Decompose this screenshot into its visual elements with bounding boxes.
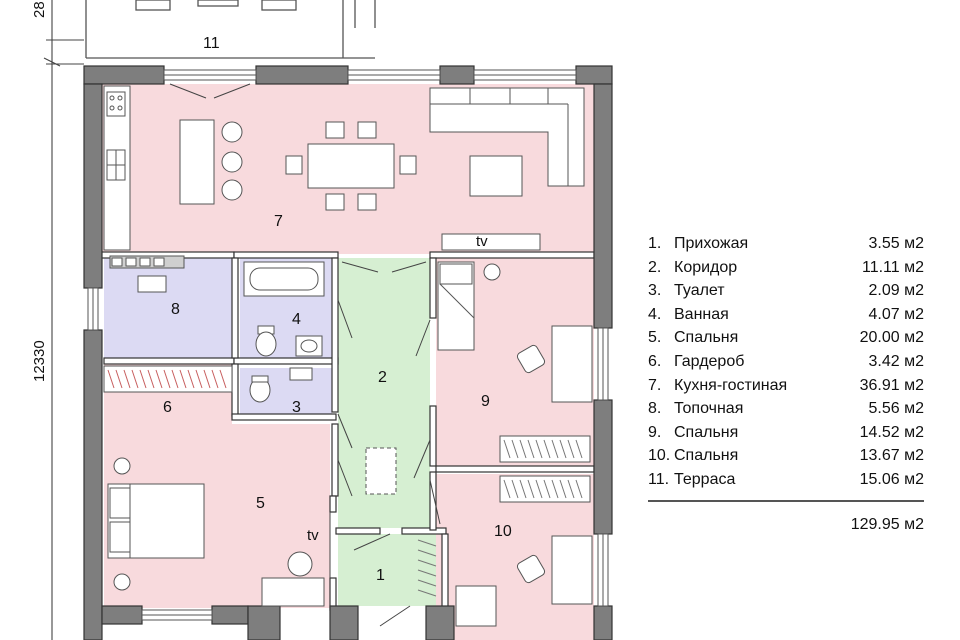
label-room-3: 3 bbox=[292, 399, 301, 416]
wardrobe-hatching bbox=[107, 369, 227, 389]
windows bbox=[87, 69, 609, 621]
legend-room-name: Спальня bbox=[674, 447, 739, 465]
dimension-vertical-label: 12330 bbox=[31, 340, 48, 382]
legend-row-9: 9. Спальня 14.52 м2 bbox=[648, 421, 924, 445]
legend-room-name: Гардероб bbox=[674, 352, 745, 370]
legend-row-4: 4. Ванная 4.07 м2 bbox=[648, 303, 924, 327]
legend-room-name: Ванная bbox=[674, 305, 729, 323]
label-room-2: 2 bbox=[378, 369, 387, 386]
legend-room-area: 3.42 м2 bbox=[868, 352, 924, 370]
legend-divider bbox=[648, 499, 924, 502]
legend-room-area: 4.07 м2 bbox=[868, 305, 924, 323]
room-area-legend: 1. Прихожая 3.55 м2 2. Коридор 11.11 м2 3. Ту… bbox=[648, 232, 924, 534]
room-labels: 11 7 8 4 3 2 9 6 5 10 1 tv tv bbox=[163, 35, 512, 584]
legend-room-area: 11.11 м2 bbox=[861, 258, 924, 276]
legend-row-10: 10.Спальня 13.67 м2 bbox=[648, 444, 924, 468]
label-room-6: 6 bbox=[163, 399, 172, 416]
label-room-4: 4 bbox=[292, 311, 301, 328]
legend-room-area: 36.91 м2 bbox=[859, 376, 924, 394]
legend-room-name: Кухня-гостиная bbox=[674, 376, 788, 394]
legend-row-1: 1. Прихожая 3.55 м2 bbox=[648, 232, 924, 256]
legend-num: 6. bbox=[648, 352, 662, 370]
desk-chairs bbox=[516, 344, 546, 584]
interior-walls bbox=[99, 251, 595, 611]
legend-room-area: 14.52 м2 bbox=[859, 423, 924, 441]
outer-walls bbox=[83, 65, 613, 640]
legend-num: 1. bbox=[648, 235, 662, 252]
legend-room-area: 13.67 м2 bbox=[859, 447, 924, 465]
label-room-1: 1 bbox=[376, 567, 385, 584]
legend-row-8: 8. Топочная 5.56 м2 bbox=[648, 397, 924, 421]
legend-num: 10. bbox=[648, 447, 671, 465]
legend-room-area: 2.09 м2 bbox=[868, 282, 924, 300]
room-8-fill bbox=[104, 258, 232, 358]
furniture bbox=[103, 85, 593, 627]
tv-label-living: tv bbox=[476, 233, 488, 250]
room-5-fill bbox=[104, 414, 330, 608]
legend-room-area: 5.56 м2 bbox=[868, 400, 924, 418]
legend-room-area: 3.55 м2 bbox=[868, 235, 924, 252]
label-room-5: 5 bbox=[256, 495, 265, 512]
legend-num: 11. bbox=[648, 470, 670, 488]
label-room-8: 8 bbox=[171, 301, 180, 318]
legend-num: 5. bbox=[648, 329, 662, 347]
dimensions bbox=[43, 0, 84, 640]
legend-num: 4. bbox=[648, 305, 662, 323]
terrace bbox=[85, 0, 376, 59]
label-room-10: 10 bbox=[494, 523, 512, 540]
legend-room-name: Топочная bbox=[674, 400, 744, 418]
legend-total-area: 129.95 м2 bbox=[850, 515, 924, 533]
room-1-fill bbox=[338, 534, 446, 606]
tv-label-bedroom: tv bbox=[307, 527, 319, 544]
legend-num: 9. bbox=[648, 423, 662, 441]
legend-room-name: Туалет bbox=[674, 282, 725, 300]
legend-row-3: 3. Туалет 2.09 м2 bbox=[648, 279, 924, 303]
legend-num: 3. bbox=[648, 282, 662, 300]
closet-hatching bbox=[417, 439, 583, 597]
legend-row-11: 11.Терраса 15.06 м2 bbox=[648, 468, 924, 492]
legend-room-name: Прихожая bbox=[674, 235, 749, 252]
label-room-11: 11 bbox=[203, 35, 220, 52]
legend-room-area: 20.00 м2 bbox=[859, 329, 924, 347]
legend-row-7: 7. Кухня-гостиная 36.91 м2 bbox=[648, 374, 924, 398]
label-room-9: 9 bbox=[481, 393, 490, 410]
dimension-top-label: 28 bbox=[31, 1, 48, 18]
legend-num: 2. bbox=[648, 258, 662, 276]
legend-num: 7. bbox=[648, 376, 662, 394]
legend-room-name: Спальня bbox=[674, 329, 739, 347]
legend-room-name: Спальня bbox=[674, 423, 739, 441]
legend-row-5: 5. Спальня 20.00 м2 bbox=[648, 326, 924, 350]
label-room-7: 7 bbox=[274, 213, 283, 230]
legend-room-name: Терраса bbox=[674, 470, 736, 488]
door-swings bbox=[169, 83, 441, 627]
legend-row-2: 2. Коридор 11.11 м2 bbox=[648, 256, 924, 280]
legend-room-area: 15.06 м2 bbox=[859, 470, 924, 488]
legend-row-6: 6. Гардероб 3.42 м2 bbox=[648, 350, 924, 374]
legend-room-name: Коридор bbox=[674, 258, 738, 276]
legend-num: 8. bbox=[648, 400, 662, 418]
